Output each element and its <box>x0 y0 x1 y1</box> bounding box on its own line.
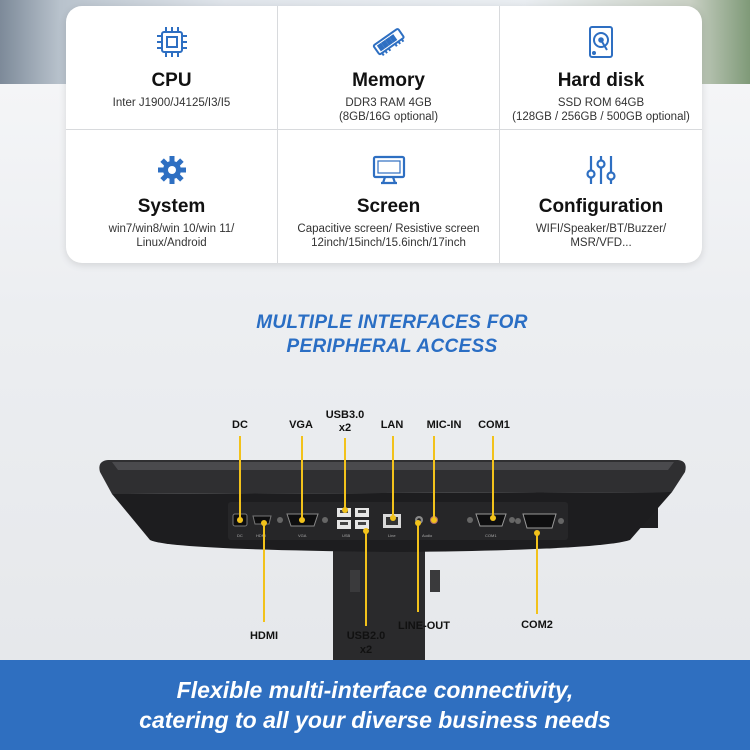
memory-icon <box>372 28 405 57</box>
spec-card: CPU Inter J1900/J4125/I3/I5 Memory DDR3 … <box>66 6 702 263</box>
panel-label-hdmi: HDMI <box>256 533 266 538</box>
sliders-icon <box>586 156 616 184</box>
spec-configuration: Configuration WIFI/Speaker/BT/Buzzer/ MS… <box>500 130 702 263</box>
pos-terminal-illustration: DC HDMI VGA USB Line Audio COM1 <box>99 460 686 660</box>
port-label-usb30-line1: USB3.0 <box>325 409 365 421</box>
spec-desc: MSR/VFD... <box>570 237 632 249</box>
spec-desc: DDR3 RAM 4GB <box>345 97 432 109</box>
usb30-leader <box>344 438 346 510</box>
line-out-leader-dot <box>415 520 421 526</box>
com1-leader-dot <box>490 515 496 521</box>
mic-in-leader <box>433 436 435 520</box>
hdmi-leader-dot <box>261 520 267 526</box>
port-label-usb20: USB2.0 x2 <box>340 629 392 657</box>
port-label-com2: COM2 <box>521 619 553 631</box>
spec-title: Hard disk <box>557 70 645 91</box>
spec-desc: win7/win8/win 10/win 11/ <box>108 223 235 235</box>
panel-label-usb: USB <box>342 533 351 538</box>
port-label-com1: COM1 <box>478 419 510 431</box>
usb20-leader <box>365 530 367 626</box>
com2-leader-dot <box>534 530 540 536</box>
spec-memory: Memory DDR3 RAM 4GB (8GB/16G optional) <box>278 6 500 130</box>
section-headline: MULTIPLE INTERFACES FOR <box>256 312 528 333</box>
port-label-usb30: USB3.0 x2 <box>320 409 370 435</box>
hdmi-leader <box>263 522 265 622</box>
spec-title: Memory <box>352 70 425 91</box>
cpu-icon <box>156 27 187 57</box>
spec-title: Screen <box>356 196 421 217</box>
tagline-line1: Flexible multi-interface connectivity, <box>176 677 574 703</box>
spec-title: CPU <box>151 70 192 91</box>
panel-label-line: Line <box>388 533 396 538</box>
port-label-lan: LAN <box>380 419 404 431</box>
spec-desc: 12inch/15inch/15.6inch/17inch <box>311 237 466 249</box>
com1-leader <box>492 436 494 518</box>
port-label-usb30-line2: x2 <box>338 422 352 434</box>
port-label-mic-in: MIC-IN <box>426 419 462 431</box>
gear-icon <box>157 156 186 184</box>
spec-title: System <box>137 196 206 217</box>
spec-screen: Screen Capacitive screen/ Resistive scre… <box>278 130 500 263</box>
hard-disk-icon <box>589 26 613 58</box>
spec-desc: (128GB / 256GB / 500GB optional) <box>512 111 690 123</box>
spec-title: Configuration <box>538 196 664 217</box>
port-label-usb20-line2: x2 <box>359 644 373 656</box>
port-label-usb20-line1: USB2.0 <box>346 630 386 642</box>
section-headline-line2: PERIPHERAL ACCESS <box>286 336 498 357</box>
spec-system: System win7/win8/win 10/win 11/ Linux/An… <box>66 130 278 263</box>
spec-desc: Linux/Android <box>136 237 207 249</box>
spec-cpu: CPU Inter J1900/J4125/I3/I5 <box>66 6 278 130</box>
port-label-dc: DC <box>232 419 248 431</box>
spec-desc: (8GB/16G optional) <box>338 111 439 123</box>
spec-desc: SSD ROM 64GB <box>557 97 645 109</box>
usb30-leader-dot <box>342 507 348 513</box>
com2-leader <box>536 532 538 614</box>
line-out-leader <box>417 522 419 612</box>
usb20-leader-dot <box>363 528 369 534</box>
port-label-vga: VGA <box>289 419 313 431</box>
lan-leader-dot <box>390 515 396 521</box>
tagline-banner <box>0 660 750 750</box>
monitor-icon <box>372 155 405 185</box>
lan-leader <box>392 436 394 518</box>
tagline-line2: catering to all your diverse business ne… <box>139 707 611 733</box>
spec-desc: Capacitive screen/ Resistive screen <box>297 223 480 235</box>
vga-leader <box>301 436 303 520</box>
spec-desc: Inter J1900/J4125/I3/I5 <box>112 97 231 109</box>
dc-leader-dot <box>237 517 243 523</box>
port-label-hdmi: HDMI <box>249 630 279 642</box>
dc-leader <box>239 436 241 520</box>
spec-desc: WIFI/Speaker/BT/Buzzer/ <box>535 223 667 235</box>
panel-label-vga: VGA <box>298 533 307 538</box>
mic-in-leader-dot <box>431 517 437 523</box>
port-label-line-out: LINE-OUT <box>398 620 450 632</box>
panel-label-com1: COM1 <box>485 533 497 538</box>
panel-label-audio: Audio <box>422 533 433 538</box>
spec-hard-disk: Hard disk SSD ROM 64GB (128GB / 256GB / … <box>500 6 702 130</box>
panel-label-dc: DC <box>237 533 243 538</box>
vga-leader-dot <box>299 517 305 523</box>
